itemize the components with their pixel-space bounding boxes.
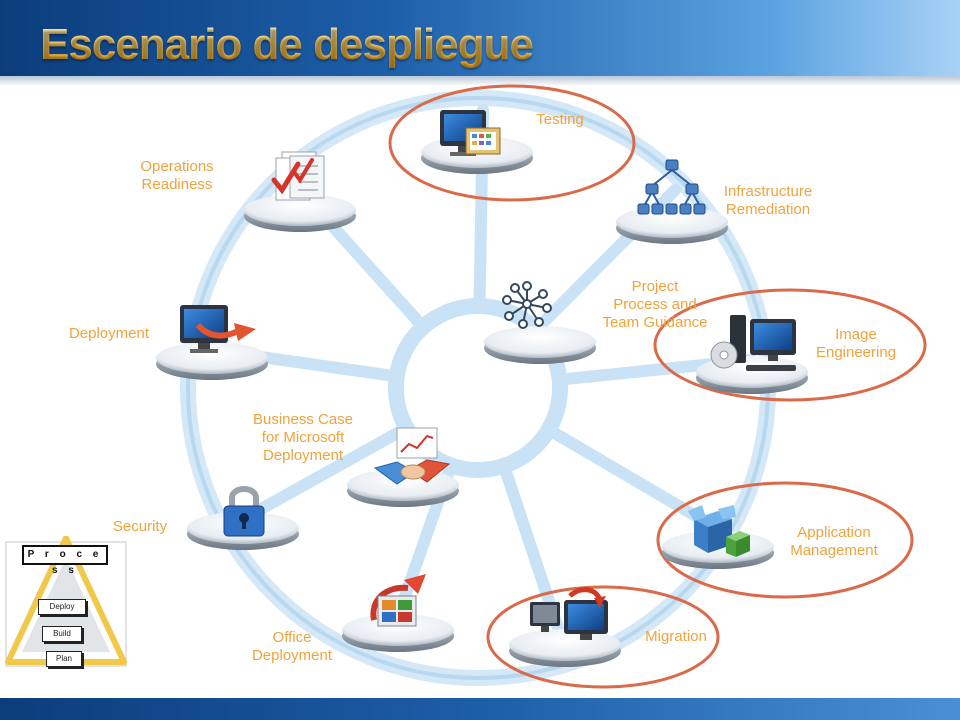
office-logo-icon (370, 574, 426, 627)
software-boxes-icon (688, 505, 750, 557)
handshake-chart-icon (373, 427, 451, 485)
migrate-computers-icon (530, 587, 608, 640)
slide-title: Escenario de despliegue (40, 20, 534, 69)
node-label-migration: Migration (645, 628, 707, 645)
node-label-business: Business Case for Microsoft Deployment (252, 411, 354, 464)
checklist-icon (271, 151, 325, 201)
pyramid-level-build: Build (42, 626, 82, 642)
pyramid-level-plan: Plan (46, 651, 82, 667)
node-platforms (156, 136, 808, 667)
highlight-rings (388, 84, 927, 689)
bottom-bar (0, 698, 960, 720)
workstation-cd-icon (710, 315, 796, 371)
pyramid-level-deploy: Deploy (38, 599, 86, 615)
hub-network-icon (502, 281, 552, 329)
node-label-security: Security (112, 518, 168, 535)
node-label-operations: Operations Readiness (140, 158, 214, 193)
padlock-icon (223, 486, 265, 537)
node-label-application: Application Management (790, 524, 878, 559)
node-label-project: Project Process and Team Guidance (602, 278, 708, 331)
title-bar (0, 0, 960, 76)
node-label-infrastructure: Infrastructure Remediation (723, 183, 813, 218)
testing-computer-icon (440, 110, 501, 156)
monitor-arrow-icon (180, 305, 256, 353)
node-label-office: Office Deployment (251, 629, 333, 664)
node-label-testing: Testing (536, 111, 584, 128)
network-hierarchy-icon (637, 159, 706, 215)
title-shade (0, 76, 960, 86)
pyramid-process-tag: P r o c e s s (22, 545, 108, 576)
node-label-deployment: Deployment (68, 325, 150, 342)
node-label-image: Image Engineering (815, 326, 897, 361)
